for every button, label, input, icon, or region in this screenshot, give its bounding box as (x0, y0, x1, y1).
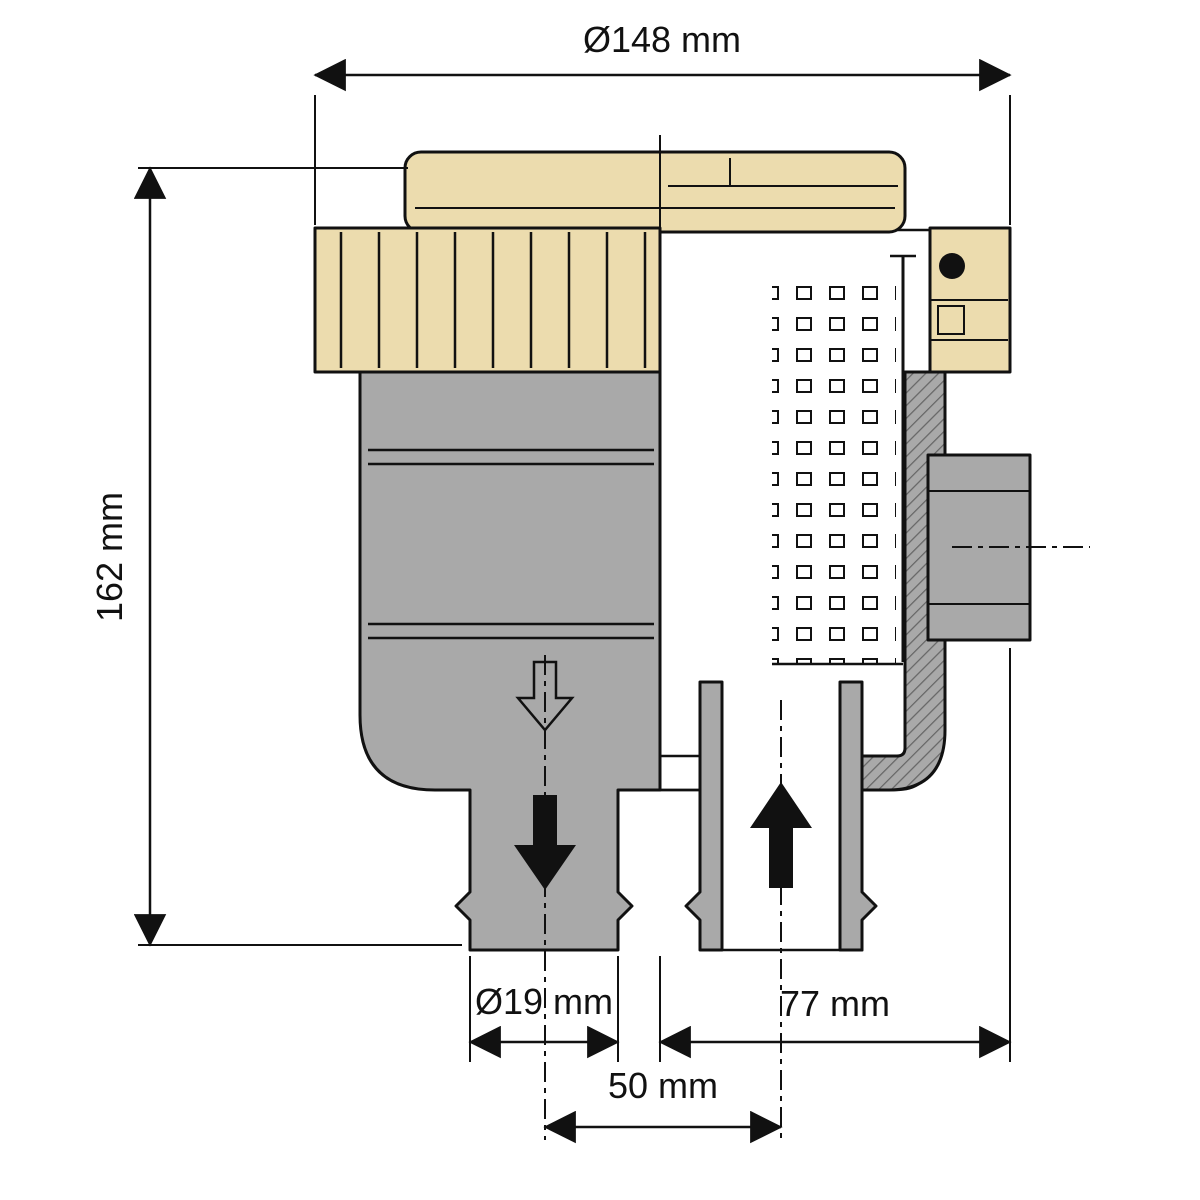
basket-perforations (772, 276, 896, 664)
dim-label-hose-diameter: Ø19 mm (475, 981, 613, 1022)
dim-label-overall-height: 162 mm (89, 492, 130, 622)
outlet-pipe (684, 680, 878, 952)
flow-down-hollow-arrow (515, 660, 575, 732)
lid-cap (403, 150, 907, 234)
flow-down-arrow (514, 795, 576, 890)
dimension-left-height: 162 mm (89, 166, 462, 947)
dim-label-overall-width: Ø148 mm (583, 19, 741, 60)
flow-arrows (514, 660, 812, 890)
side-port (926, 453, 1090, 642)
o-ring-seal (939, 253, 965, 279)
strainer-basket (772, 254, 916, 666)
rim-detail (937, 305, 965, 335)
dimension-hose-diameter: Ø19 mm (468, 956, 620, 1062)
dim-label-center-spacing: 50 mm (608, 1065, 718, 1106)
bottom-step (656, 754, 704, 792)
body-left (358, 370, 662, 952)
dimension-center-spacing: 50 mm (543, 1065, 783, 1144)
lid (313, 150, 1012, 374)
dimension-right-offset: 77 mm (658, 648, 1012, 1062)
flow-up-arrow (750, 782, 812, 888)
centerlines (544, 135, 782, 1140)
lid-ribs (339, 232, 647, 368)
dim-label-right-offset: 77 mm (780, 983, 890, 1024)
dimension-top-width: Ø148 mm (313, 19, 1012, 225)
